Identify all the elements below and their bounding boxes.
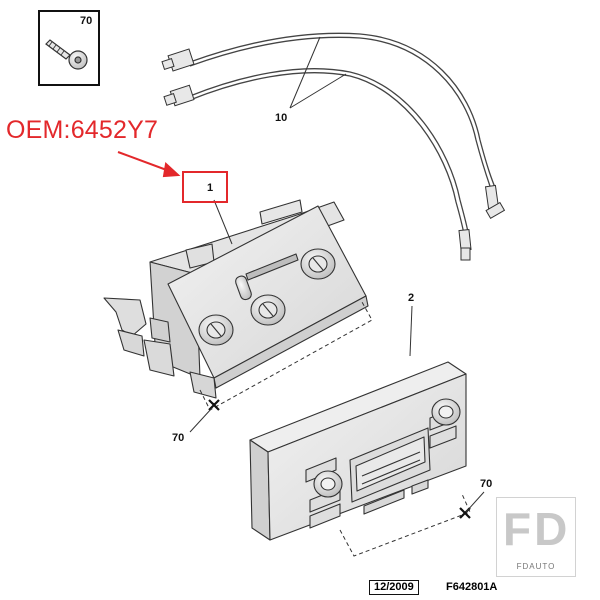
part-1-label: 1: [207, 182, 214, 194]
cable-connector-upper-left: [161, 48, 195, 72]
leader-lines-10: [289, 36, 347, 109]
cable-lower: [189, 68, 469, 235]
panel-2-label: 2: [408, 292, 415, 304]
logo-letters: FD: [503, 503, 571, 555]
logo-subtitle: FDAUTO: [516, 562, 556, 571]
screw-reference-box: 70: [38, 10, 100, 86]
screw-left-label: 70: [172, 432, 185, 444]
mounting-outline-part-2: [339, 493, 471, 557]
oem-arrow: [117, 151, 181, 178]
screw-right-label: 70: [480, 478, 493, 490]
leader-line-2: [409, 305, 413, 357]
cable-connector-lower-left: [163, 84, 195, 107]
cables-label: 10: [275, 112, 288, 124]
footer-reference: F642801A: [446, 581, 498, 593]
screw-icon: [45, 39, 88, 70]
cable-upper: [189, 32, 497, 193]
leader-line-70-left: [189, 407, 213, 433]
oem-label: OEM:6452Y7: [6, 116, 159, 144]
climate-control-panel: [249, 361, 467, 541]
part-1-callout-box: 1: [182, 171, 228, 203]
heater-control-unit: [103, 199, 369, 399]
knob-top-right: [300, 248, 336, 280]
leader-line-70-right: [465, 491, 485, 513]
footer-date: 12/2009: [369, 580, 419, 595]
knob-bottom-left: [198, 314, 234, 346]
fd-logo: FD FDAUTO: [496, 497, 576, 577]
knob-panel-left: [313, 470, 343, 498]
screw-box-ref-label: 70: [80, 15, 93, 27]
leader-line-1: [213, 199, 233, 245]
knob-bottom-middle: [250, 294, 286, 326]
screw-marker-left: [208, 399, 220, 411]
knob-panel-right: [431, 398, 461, 426]
cable-end-upper-right: [484, 184, 506, 220]
cable-end-lower-right: [458, 228, 472, 261]
